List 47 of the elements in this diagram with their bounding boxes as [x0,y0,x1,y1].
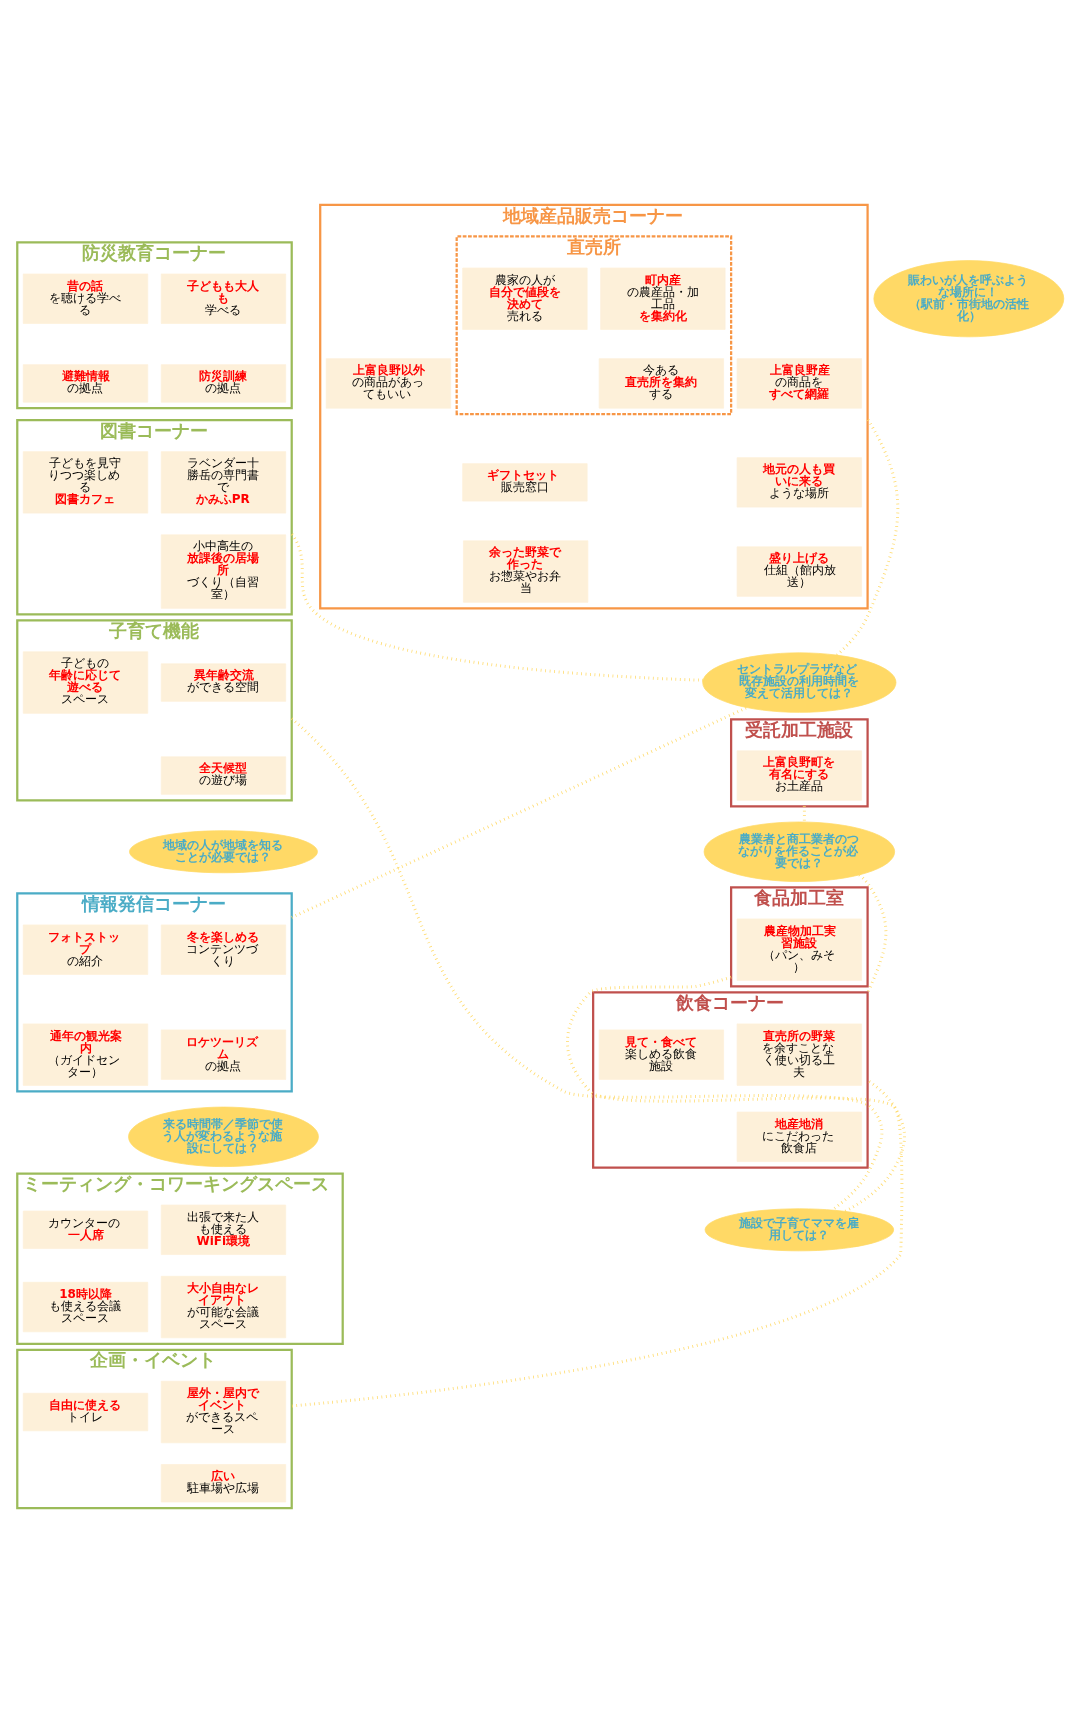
node-box: 通年の観光案内（ガイドセンター） [22,1023,149,1086]
node-box: 大小自由なレイアウトが可能な会議スペース [160,1275,287,1338]
node-box: 小中高生の放課後の居場所づくり（自習室） [160,534,287,609]
connector [802,805,806,822]
node-box: 18時以降も使える会議スペース [22,1281,149,1332]
node-box: 直売所の野菜を余すことなく使い切る工夫 [736,1023,862,1086]
node-box: 子どもも大人も学べる [160,273,287,324]
node-box: 見て・食べて楽しめる飲食施設 [598,1029,724,1080]
node-ellipse: 施設で子育てママを雇用しては？ [704,1207,894,1251]
node-box: 屋外・屋内でイベントができるスペース [160,1380,287,1443]
node-box: 上富良野町を有名にするお土産品 [736,749,862,801]
node-box: 冬を楽しめるコンテンツづくり [160,924,287,975]
node-box: 盛り上げる仕組（館内放送） [736,546,862,597]
node-box: フォトストップの紹介 [22,924,149,975]
connector [291,975,904,1407]
node-box: 子どもの年齢に応じて遊べるスペース [22,650,149,714]
node-box: 地元の人も買いに来るような場所 [736,456,862,507]
node-box: カウンターの一人席 [22,1210,149,1249]
node-ellipse: セントラルプラザなど既存施設の利用時間を変えて活用しては？ [702,651,897,713]
node-box: 町内産の農産品・加工品を集約化 [600,267,726,330]
node-box: 今ある直売所を集約する [598,357,724,408]
node-box: 広い駐車場や広場 [160,1463,287,1502]
node-box: ロケツーリズムの拠点 [160,1029,287,1080]
node-box: 異年齢交流ができる空間 [160,662,287,702]
node-box: 上富良野産の商品をすべて網羅 [736,357,862,408]
node-ellipse: 農業者と商工業者のつながりを作ることが必要では？ [703,821,895,882]
node-box: 地産地消にこだわった飲食店 [736,1111,862,1162]
node-box: 出張で来た人も使えるWiFi環境 [160,1204,287,1255]
node-box: 避難情報の拠点 [22,363,149,403]
node-box: 昔の話を聴ける学べる [22,273,149,324]
node-box: 子どもを見守りつつ楽しめる図書カフェ [22,450,149,513]
node-ellipse: 賑わいが人を呼ぶような場所に！ （駅前・市街地の活性化） [873,259,1065,337]
node-ellipse: 来る時間帯／季節で使う人が変わるような施設にしては？ [128,1106,319,1167]
node-ellipse: 地域の人が地域を知ることが必要では？ [129,829,318,873]
node-box: 自由に使えるトイレ [22,1392,149,1431]
node-box: ラベンダー十勝岳の専門書でかみふPR [160,450,287,513]
connector [858,873,888,993]
node-box: 余った野菜で作ったお惣菜やお弁当 [463,540,589,603]
node-box: 防災訓練の拠点 [160,363,287,403]
node-box: 上富良野以外の商品があってもいい [325,357,452,408]
connector [290,717,884,1211]
connector [844,1078,906,1213]
connector [836,417,900,656]
node-box: 農家の人が自分で値段を決めて売れる [462,267,588,330]
node-box: 全天候型の遊び場 [160,755,287,795]
node-box: ギフトセット販売窓口 [462,462,588,501]
node-box: 農産物加工実習施設（パン、みそ） [736,918,862,981]
